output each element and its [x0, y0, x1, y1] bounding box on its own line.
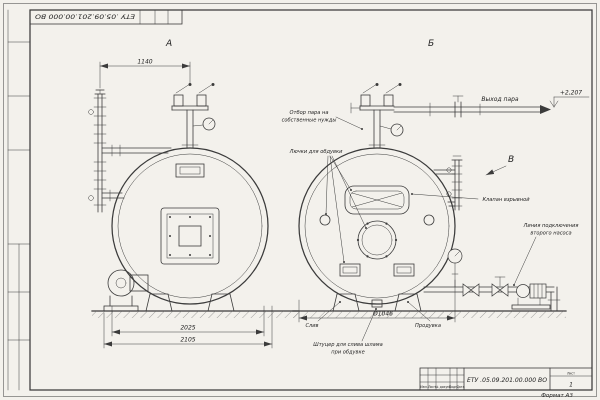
- svg-text:собственные нужды: собственные нужды: [282, 118, 337, 124]
- svg-text:2025: 2025: [180, 325, 195, 332]
- boiler-shell-rear: [298, 147, 456, 308]
- svg-text:Слив: Слив: [305, 323, 318, 329]
- tb-col-doc: № докум.: [435, 385, 450, 389]
- elevation-mark: +2,207: [549, 90, 590, 108]
- view-a-label: А: [165, 39, 172, 49]
- burner-unit: [103, 269, 149, 312]
- callout-explosion-valve: Клапан взрывной: [411, 193, 530, 203]
- svg-text:1140: 1140: [137, 59, 152, 66]
- pressure-gauge-rear: [390, 123, 404, 137]
- svg-text:Штуцер для слива шлама: Штуцер для слива шлама: [313, 342, 382, 348]
- view-direction-b: В: [485, 155, 514, 176]
- callout-blow-hatches: Лючки для обдувки: [289, 149, 367, 263]
- callout-sludge-union: Штуцер для слива шлама при обдувке: [313, 308, 383, 356]
- view-v-label: В: [508, 155, 514, 165]
- tb-col-izm: Изм.: [420, 385, 427, 389]
- svg-text:Линия подключения: Линия подключения: [523, 223, 579, 229]
- dim-valve-spacing: 1140: [99, 59, 191, 89]
- pressure-gauge-front: [202, 117, 216, 131]
- svg-text:Ø1046: Ø1046: [372, 311, 393, 318]
- pump-impeller: [516, 284, 530, 298]
- tb-sheet-label: Лист: [567, 372, 575, 376]
- svg-text:при обдувке: при обдувке: [331, 350, 365, 356]
- water-level-column-rear: [433, 155, 463, 211]
- view-b-label: Б: [428, 39, 434, 49]
- svg-text:Клапан взрывной: Клапан взрывной: [482, 197, 530, 203]
- stamp-code-inverted: ЕТУ .05.09.201.00.000 ВО: [35, 13, 135, 20]
- safety-valves-rear: [350, 83, 404, 149]
- dim-shell-diameter: Ø1046: [298, 279, 456, 323]
- callout-second-pump: Линия подключения второго насоса: [513, 223, 578, 286]
- boiler-shell-front: [111, 147, 269, 305]
- steam-outlet-label: Выход пара: [481, 96, 519, 103]
- tb-col-data: Дата: [456, 385, 464, 389]
- dim-overall-length: 2105: [103, 305, 273, 349]
- svg-text:Лючки для обдувки: Лючки для обдувки: [289, 149, 343, 155]
- steam-flow-arrow: [540, 105, 551, 114]
- dim-shell-length: 2025: [111, 305, 265, 337]
- pump-piping: [423, 248, 561, 312]
- svg-text:+2,207: +2,207: [560, 90, 582, 97]
- supports-front: [91, 293, 299, 318]
- steam-outlet-pipe: Выход пара: [393, 95, 551, 118]
- tb-doc-code: ЕТУ .05.09.201.00.000 ВО: [467, 377, 547, 384]
- title-block: Изм. Лист № докум. Подп. Дата ЕТУ .05.09…: [419, 367, 593, 399]
- view-a: А 1140: [88, 39, 299, 349]
- tb-sheet-number: 1: [569, 382, 573, 389]
- format-note: Формат А3: [541, 393, 573, 399]
- sheet-frame: [3, 3, 597, 397]
- callout-own-needs: Отбор пара на собственные нужды: [282, 110, 363, 130]
- corner-stamp: ЕТУ .05.09.201.00.000 ВО: [29, 9, 183, 25]
- svg-text:второго насоса: второго насоса: [530, 231, 571, 237]
- supports-rear: [292, 293, 567, 318]
- svg-text:Отбор пара на: Отбор пара на: [290, 110, 329, 116]
- safety-valves-front: [171, 83, 216, 149]
- svg-text:2105: 2105: [180, 337, 195, 344]
- tb-col-list: Лист: [428, 385, 436, 389]
- callout-labels: Отбор пара на собственные нужды Лючки дл…: [282, 110, 579, 356]
- svg-text:Продувка: Продувка: [415, 323, 441, 329]
- water-level-column: [88, 89, 172, 213]
- callout-drain: Слив: [305, 301, 341, 329]
- callout-blowdown: Продувка: [407, 301, 441, 329]
- view-b: Б: [292, 39, 590, 323]
- tb-col-podp: Подп.: [449, 385, 458, 389]
